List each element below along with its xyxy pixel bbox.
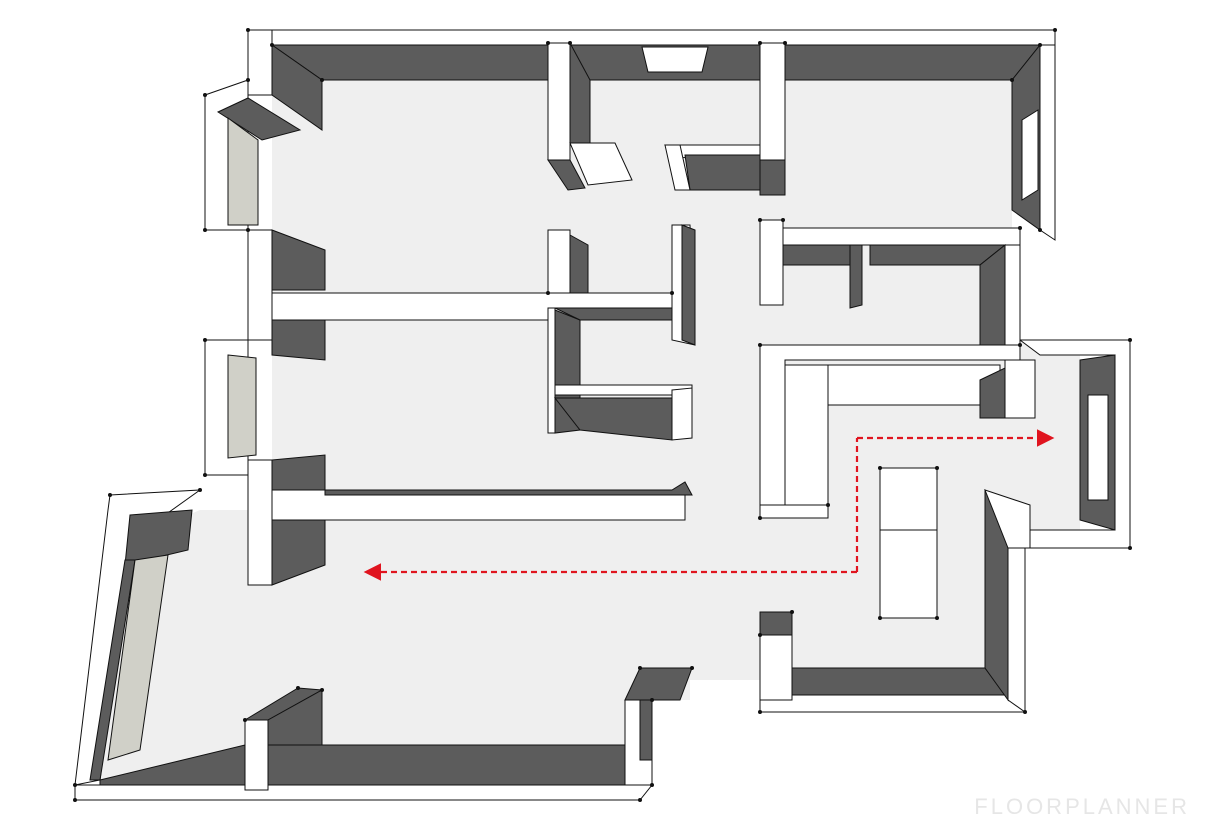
wall-top-east-lower (1007, 547, 1026, 713)
island-top (879, 467, 938, 531)
wall-top-h10 (759, 504, 829, 519)
route-path (363, 429, 1055, 581)
wall-top-v10 (1004, 359, 1036, 419)
wall-side-southwest (124, 509, 193, 566)
wall-top-east-upper (1039, 44, 1056, 241)
window-top (641, 46, 709, 73)
window-bump (1087, 394, 1109, 501)
interior-walls (271, 42, 1036, 549)
wall-side-h4 (554, 307, 673, 321)
wall-top-v5 (547, 307, 556, 434)
wall-top-h4 (554, 384, 693, 396)
wall-top-h2 (569, 142, 633, 186)
wall-side-h6 (324, 481, 693, 496)
wall-top-v1 (547, 229, 571, 294)
wall-top-west-2 (247, 229, 273, 341)
wall-top-southeast (759, 694, 1026, 713)
window-east (1021, 109, 1039, 201)
wall-side-west-1 (271, 44, 323, 131)
wall-side-southeast (789, 667, 1006, 696)
wall-side-v3 (759, 159, 786, 196)
wall-top-west-3 (247, 459, 273, 586)
island-bottom (879, 529, 938, 619)
bay-window-1-glass (227, 117, 259, 226)
bay-window-2-glass (227, 354, 257, 459)
vertex-markers (73, 28, 1132, 802)
wall-side-v9 (979, 243, 1006, 356)
wall-top-v12 (984, 489, 1031, 549)
wall-top-se-post (759, 634, 793, 701)
wall-side-south-stub-2 (267, 689, 323, 746)
wall-top-south-stub (244, 719, 269, 791)
wall-top-v7 (759, 219, 784, 306)
wall-side-jog-2 (639, 699, 653, 761)
wall-side-v7 (782, 244, 861, 266)
sw-window-glass (107, 554, 169, 761)
wall-top-north (247, 29, 1056, 46)
wall-side-v8 (849, 244, 863, 309)
wall-side-south-2 (267, 744, 626, 786)
wall-side-h2 (547, 159, 586, 191)
wall-top-h9 (827, 364, 1001, 406)
watermark: FLOORPLANNER (974, 794, 1190, 819)
kitchen-island (879, 467, 938, 619)
window-bays (107, 46, 1109, 761)
wall-top-v2 (547, 42, 571, 161)
wall-top-west-1 (247, 29, 273, 96)
wall-top-south (74, 784, 654, 801)
wall-top-door-stub (664, 144, 691, 191)
bay-window-1-side (216, 97, 302, 141)
wall-top-v9 (1004, 244, 1021, 356)
wall-side-west-4 (271, 454, 326, 496)
wall-side-h1 (569, 234, 589, 294)
wall-top-v3 (759, 42, 786, 161)
wall-side-se-post (759, 611, 793, 636)
wall-side-west-2 (271, 229, 326, 291)
wall-top-v11 (784, 364, 829, 506)
wall-side-v4 (681, 224, 696, 346)
wall-top-h7 (782, 227, 1021, 246)
wall-side-h3 (684, 154, 761, 191)
wall-top-v6 (671, 387, 693, 441)
